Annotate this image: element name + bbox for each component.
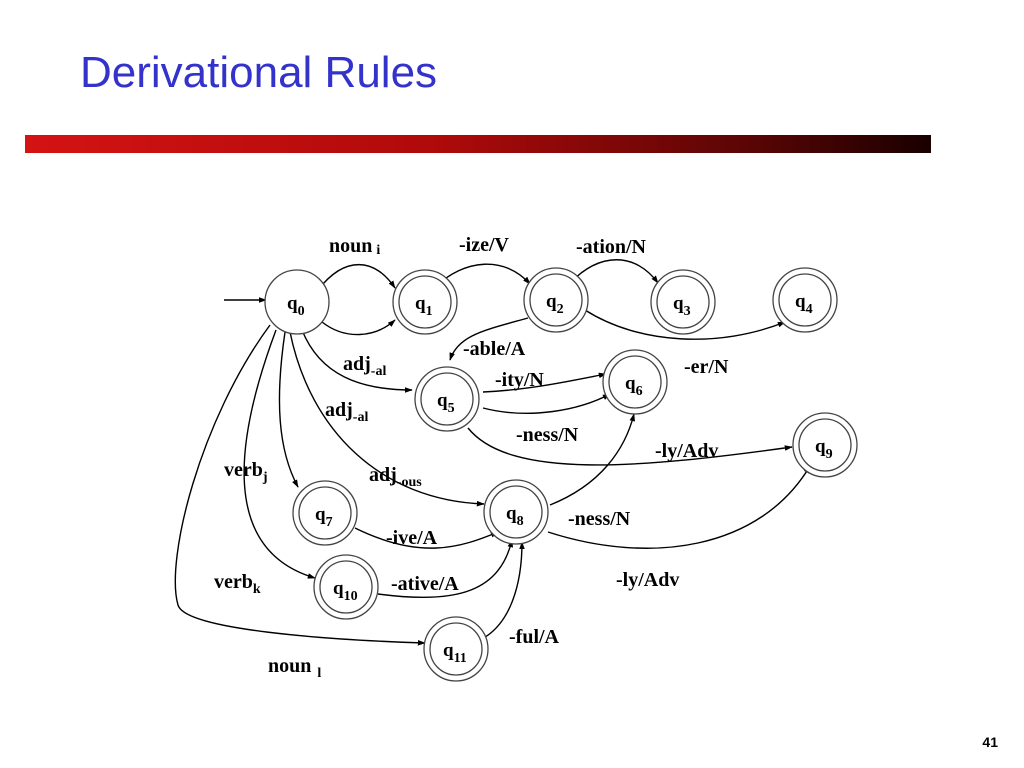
label-adj-al-1: adj-al — [343, 353, 386, 379]
edge-q10-q8 — [377, 539, 514, 599]
label-verb-j: verbj — [224, 459, 268, 485]
svg-text:q11: q11 — [443, 640, 467, 666]
state-q5: q5 — [414, 366, 480, 432]
edge-q2-q5 — [449, 317, 529, 361]
state-subscript: 3 — [684, 304, 691, 319]
svg-text:q8: q8 — [506, 503, 524, 529]
state-subscript: 4 — [806, 302, 813, 317]
label-ize-v: -ize/V — [459, 234, 510, 256]
svg-text:q0: q0 — [287, 293, 305, 319]
state-q4: q4 — [772, 267, 838, 333]
state-q2: q2 — [523, 267, 589, 333]
svg-text:q6: q6 — [625, 373, 643, 399]
state-label: q — [673, 293, 684, 314]
state-subscript: 1 — [426, 304, 433, 319]
label-ness-n-1: -ness/N — [516, 424, 579, 446]
edge-q5-q6-upper — [482, 372, 607, 393]
svg-text:q7: q7 — [315, 504, 333, 530]
state-label: q — [437, 390, 448, 411]
edge-q0-q8 — [289, 331, 485, 507]
state-q7: q7 — [292, 480, 358, 546]
svg-text:q1: q1 — [415, 293, 433, 319]
state-subscript: 8 — [517, 514, 524, 529]
state-label: q — [443, 640, 454, 661]
state-label: q — [815, 436, 826, 457]
state-q8: q8 — [483, 479, 549, 545]
edges — [174, 259, 811, 646]
state-q6: q6 — [602, 349, 668, 415]
state-subscript: 11 — [454, 651, 467, 666]
state-q3: q3 — [650, 269, 716, 335]
label-able-a: -able/A — [463, 338, 526, 360]
label-er-n: -er/N — [684, 356, 729, 378]
state-subscript: 5 — [448, 401, 455, 416]
edge-q5-q6-lower — [482, 393, 611, 414]
state-subscript: 7 — [326, 515, 333, 530]
edge-q2-q3 — [569, 259, 659, 284]
state-label: q — [546, 291, 557, 312]
svg-text:q2: q2 — [546, 291, 564, 317]
label-ative-a: -ative/A — [391, 573, 459, 595]
edge-q0-q7 — [278, 331, 299, 488]
state-subscript: 2 — [557, 302, 564, 317]
states: q0 q1 q2 q3 q4 q5 q6 q7 — [264, 267, 858, 682]
state-subscript: 9 — [826, 447, 833, 462]
label-ly-adv-2: -ly/Adv — [616, 569, 679, 591]
slide-number: 41 — [982, 734, 998, 750]
label-ity-n: -ity/N — [495, 369, 544, 391]
state-label: q — [333, 578, 344, 599]
svg-text:q5: q5 — [437, 390, 455, 416]
state-label: q — [415, 293, 426, 314]
state-label: q — [315, 504, 326, 525]
edge-q7-q8 — [354, 527, 499, 549]
label-adj-al-2: adj-al — [325, 399, 368, 425]
state-label: q — [287, 293, 298, 314]
svg-text:q3: q3 — [673, 293, 691, 319]
label-ful-a: -ful/A — [509, 626, 560, 648]
slide-title: Derivational Rules — [80, 48, 438, 97]
edge-q0-q11 — [174, 324, 426, 646]
state-q9: q9 — [792, 412, 858, 478]
label-adj-ous: adj-ous — [369, 464, 422, 490]
state-label: q — [625, 373, 636, 394]
state-subscript: 0 — [298, 304, 305, 319]
label-ation-n: -ation/N — [576, 236, 647, 258]
title-divider-bar — [25, 135, 931, 153]
state-q10: q10 — [313, 554, 379, 620]
state-subscript: 6 — [636, 384, 643, 399]
label-ness-n-2: -ness/N — [568, 508, 631, 530]
label-verb-k: verbk — [214, 571, 261, 597]
edge-q11-q8 — [479, 541, 525, 641]
svg-text:q9: q9 — [815, 436, 833, 462]
edge-q8-q6 — [549, 413, 635, 506]
svg-text:q4: q4 — [795, 291, 813, 317]
state-q1: q1 — [392, 269, 458, 335]
edge-q8-q9 — [547, 465, 811, 549]
edge-q5-q9 — [467, 427, 793, 466]
edge-q2-q4 — [584, 309, 786, 340]
label-ive-a: -ive/A — [386, 527, 438, 549]
state-q11: q11 — [423, 616, 489, 682]
state-label: q — [795, 291, 806, 312]
state-q0: q0 — [264, 269, 330, 335]
state-label: q — [506, 503, 517, 524]
edge-q0-q10 — [243, 329, 316, 579]
label-ly-adv-1: -ly/Adv — [655, 440, 718, 462]
edge-q0-q1-lower — [321, 319, 396, 336]
svg-text:q10: q10 — [333, 578, 358, 604]
state-subscript: 10 — [344, 589, 358, 604]
edge-q0-q5 — [301, 329, 413, 393]
edge-q0-q1-upper — [317, 264, 396, 291]
